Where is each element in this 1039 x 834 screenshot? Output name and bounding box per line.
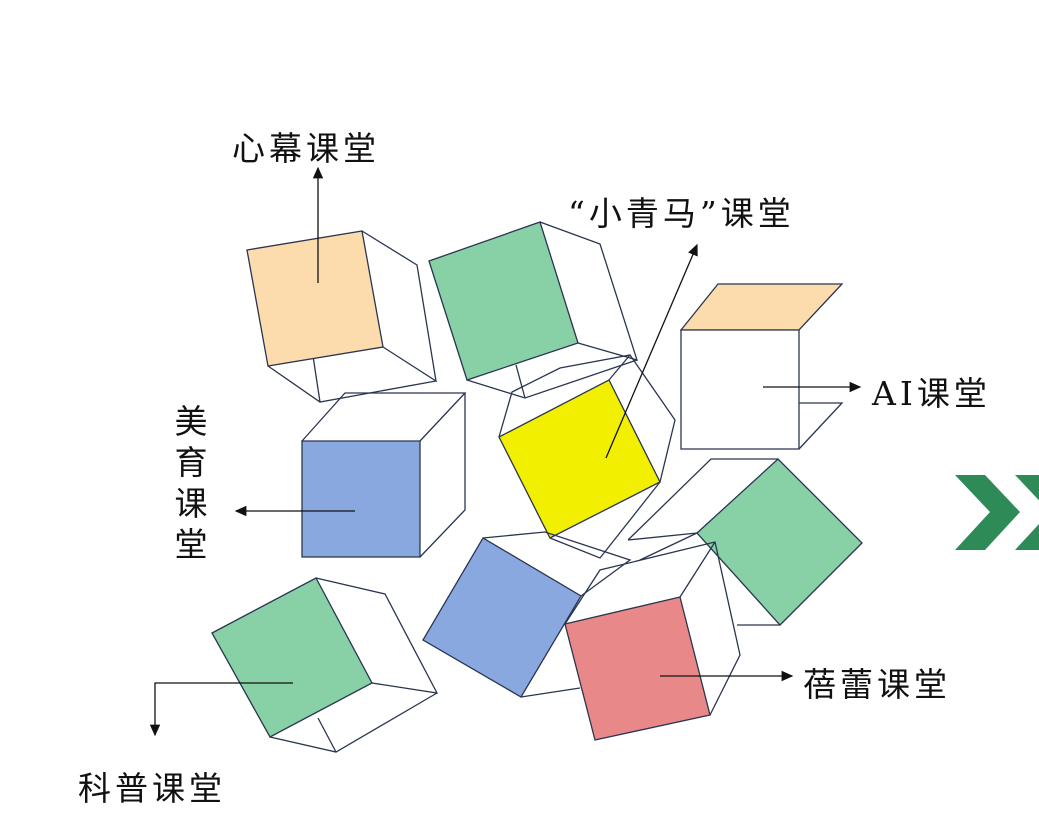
label-kepu: 科普课堂 bbox=[78, 769, 226, 808]
cube-xiaoqingma bbox=[498, 354, 676, 559]
cube-xinmu bbox=[246, 230, 437, 403]
cube-blue-bottom bbox=[422, 531, 632, 698]
label-beilei: 蓓蕾课堂 bbox=[803, 665, 951, 704]
arrow-xiaoqingma bbox=[605, 243, 698, 459]
cube-ai bbox=[679, 283, 844, 450]
cube-beilei bbox=[564, 541, 741, 741]
label-xiaoqingma: “小青马”课堂 bbox=[568, 194, 795, 233]
label-xinmu: 心幕课堂 bbox=[232, 129, 380, 168]
cube-kepu bbox=[211, 577, 439, 753]
label-ai: AI课堂 bbox=[872, 374, 991, 413]
label-meiyu: 美育课堂 bbox=[169, 404, 208, 568]
chevron-right-icon bbox=[955, 475, 1039, 550]
cube-meiyu bbox=[301, 392, 467, 558]
cube-green-right bbox=[627, 458, 863, 626]
arrow-kepu bbox=[149, 682, 293, 737]
cube-green-top bbox=[428, 221, 638, 399]
